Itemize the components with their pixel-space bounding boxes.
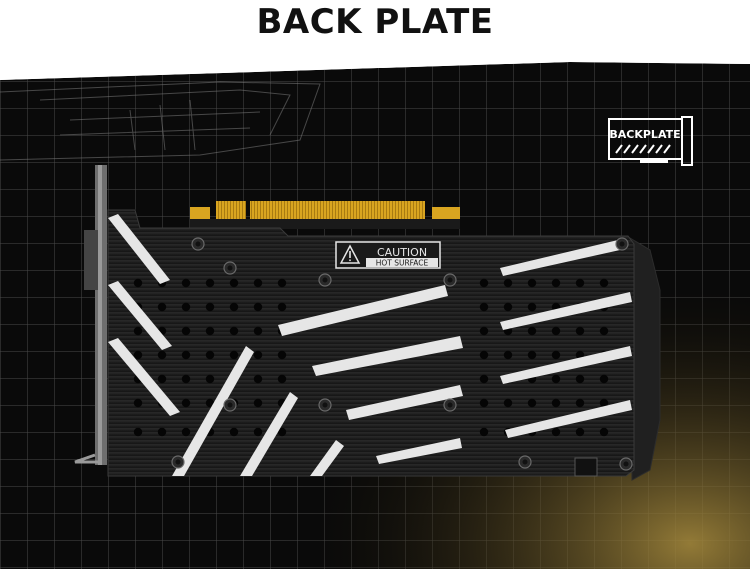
vent-hole [527,350,537,360]
vent-hole [599,374,609,384]
vent-hole [503,398,513,408]
vent-hole [205,278,215,288]
screw [171,455,185,469]
vent-hole [575,398,585,408]
backplate-badge-label: BACKPLATE [609,128,680,141]
vent-hole [479,350,489,360]
screw [318,273,332,287]
vent-hole [229,302,239,312]
vent-hole [229,278,239,288]
vent-hole [157,302,167,312]
vent-hole [181,326,191,336]
vent-hole [205,326,215,336]
vent-hole [181,278,191,288]
vent-hole [157,350,167,360]
vent-hole [551,326,561,336]
vent-hole [503,302,513,312]
backplate-badge-icon: BACKPLATE [608,116,693,166]
vent-hole [229,350,239,360]
vent-hole [253,302,263,312]
vent-hole [205,374,215,384]
vent-hole [181,302,191,312]
caution-label: CAUTION HOT SURFACE [335,241,441,269]
vent-hole [181,374,191,384]
pcie-connector [190,201,460,229]
vent-hole [575,427,585,437]
vent-hole [205,350,215,360]
vent-hole [277,427,287,437]
vent-hole [133,398,143,408]
warning-triangle-icon [339,244,361,264]
vent-hole [157,427,167,437]
vent-hole [277,374,287,384]
vent-hole [253,427,263,437]
screw [318,398,332,412]
power-connector [574,457,598,477]
wireframe-card-outline [0,81,321,161]
vent-hole [599,278,609,288]
fan-shroud [629,237,661,481]
vent-hole [575,374,585,384]
vent-hole [503,278,513,288]
screw [443,273,457,287]
vent-hole [503,350,513,360]
vent-hole [527,278,537,288]
screw [615,237,629,251]
vent-hole [551,278,561,288]
vent-hole [253,398,263,408]
vent-hole [479,278,489,288]
screw [518,455,532,469]
vent-hole [479,374,489,384]
vent-hole [205,302,215,312]
vent-hole [253,374,263,384]
vent-hole [527,302,537,312]
vent-hole [229,427,239,437]
vent-hole [253,278,263,288]
vent-hole [181,350,191,360]
vent-hole [181,427,191,437]
screw [443,398,457,412]
vent-hole [133,427,143,437]
vent-hole [229,326,239,336]
vent-hole [133,350,143,360]
decor-stripes [108,214,632,476]
vent-hole [599,427,609,437]
vent-hole [551,427,561,437]
vent-hole [181,398,191,408]
vent-hole [599,326,609,336]
vent-hole [253,350,263,360]
vent-hole [551,398,561,408]
vent-hole [575,278,585,288]
vent-hole [479,398,489,408]
screw [619,457,633,471]
vent-hole [133,278,143,288]
screw [223,261,237,275]
vent-hole [277,350,287,360]
page-title: BACK PLATE [256,2,494,42]
io-bracket [74,165,107,465]
vent-hole [575,326,585,336]
caution-subtitle: HOT SURFACE [376,259,429,268]
vent-hole [157,374,167,384]
vent-hole [479,427,489,437]
vent-hole [277,278,287,288]
vent-hole [551,374,561,384]
vent-hole [599,398,609,408]
vent-hole [527,326,537,336]
screw [191,237,205,251]
vent-hole [479,302,489,312]
vent-hole [479,326,489,336]
vent-hole [133,326,143,336]
backplate [107,209,635,477]
screw [223,398,237,412]
vent-hole [551,350,561,360]
vent-hole [205,398,215,408]
screws [171,237,633,471]
vent-hole [527,398,537,408]
vent-hole [253,326,263,336]
vent-hole [277,302,287,312]
caution-title: CAUTION [377,246,427,259]
